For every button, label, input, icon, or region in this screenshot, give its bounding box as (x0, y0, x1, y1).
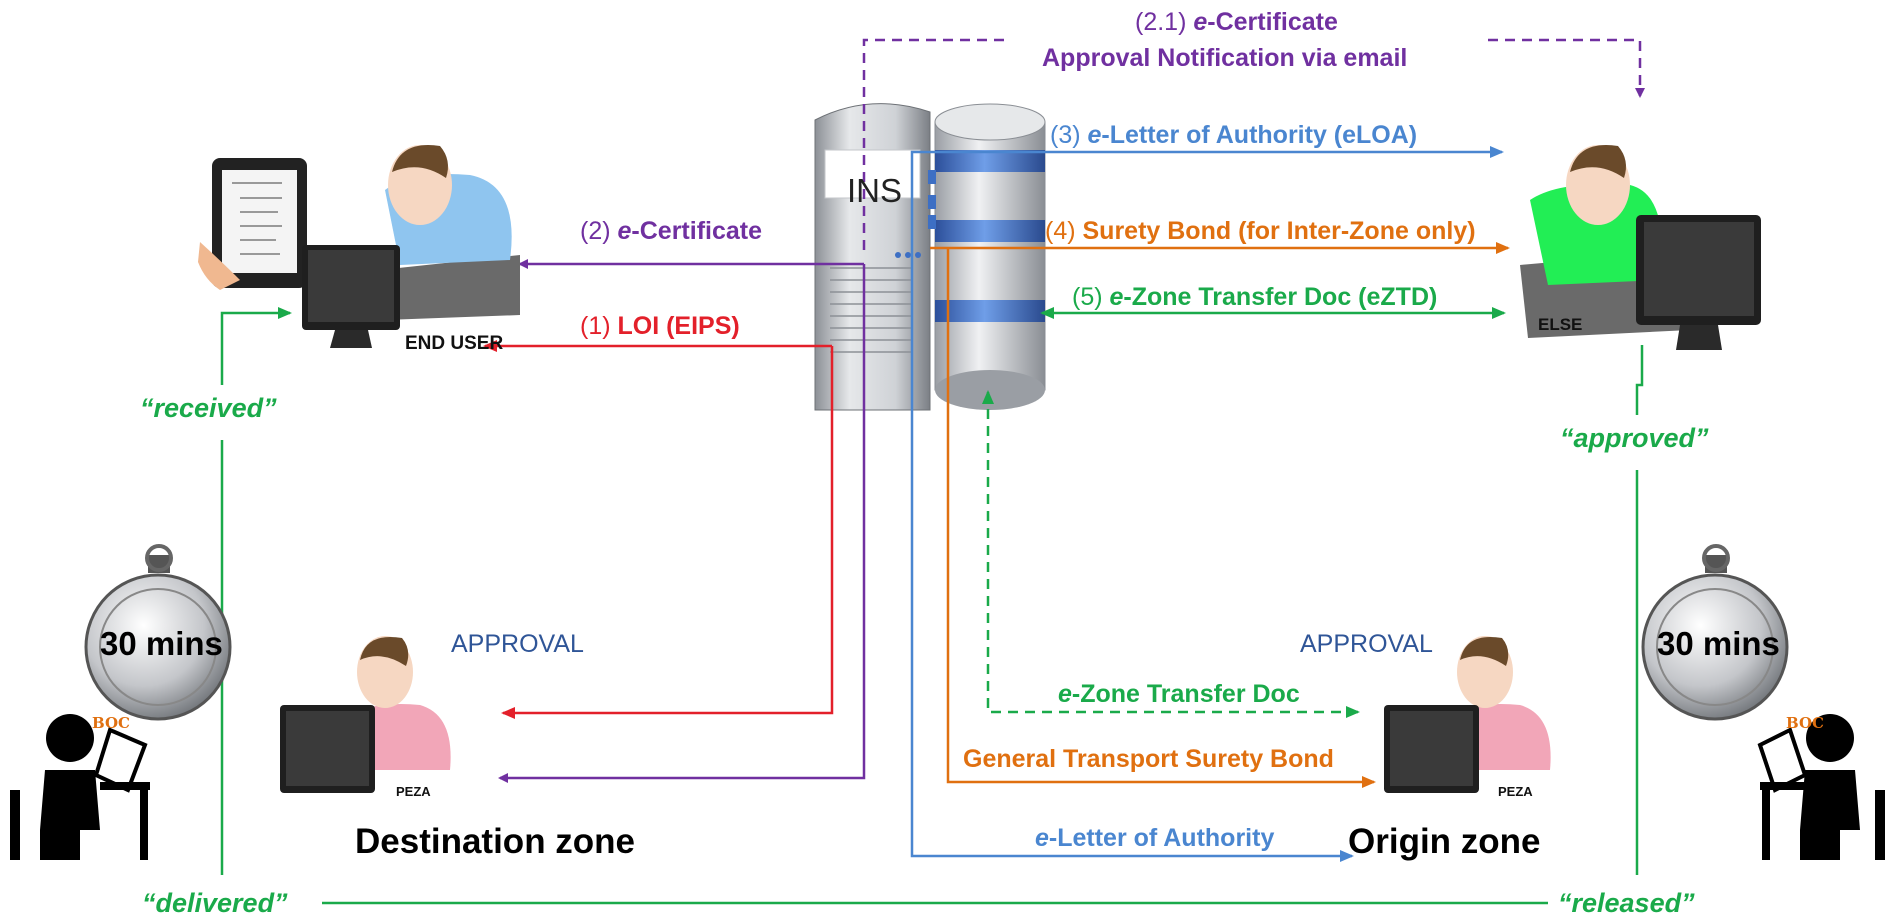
flow-5-label: (5) e-Zone Transfer Doc (eZTD) (1072, 283, 1438, 311)
flow-1-loi-line (483, 340, 834, 719)
approval-right-label: APPROVAL (1300, 630, 1433, 658)
flow-2-certificate-line (498, 259, 866, 783)
status-received: “received” (140, 393, 277, 423)
else-user-figure (1520, 145, 1761, 350)
stopwatch-left-icon (84, 544, 232, 721)
flow-2-1-email-line (862, 38, 1645, 250)
origin-gtsb-label: General Transport Surety Bond (963, 745, 1334, 773)
end-user-figure (198, 145, 520, 348)
timer-right-label: 30 mins (1657, 625, 1780, 662)
boc-left-label: BOC (92, 714, 130, 732)
database-cylinder (934, 103, 1046, 410)
boc-officer-right-icon (1757, 714, 1885, 860)
boc-officer-left-icon (10, 714, 150, 860)
flow-3-label: (3) e-Letter of Authority (eLOA) (1050, 121, 1418, 149)
server-tower (814, 103, 936, 411)
flow-1-label: (1) LOI (EIPS) (580, 312, 740, 340)
flow-2-1-label-line2: Approval Notification via email (1042, 44, 1408, 72)
origin-eloa-label: e-Letter of Authority (1035, 824, 1275, 852)
status-loop-line (220, 307, 1644, 905)
peza-origin-figure (1384, 636, 1551, 793)
peza-destination-label: PEZA (396, 784, 431, 799)
end-user-label: END USER (405, 333, 504, 354)
status-approved: “approved” (1560, 423, 1709, 453)
else-label: ELSE (1538, 315, 1583, 334)
origin-eztd-label: e-Zone Transfer Doc (1058, 680, 1300, 708)
peza-origin-label: PEZA (1498, 784, 1533, 799)
flow-4-label: (4) Surety Bond (for Inter-Zone only) (1045, 217, 1476, 245)
timer-left-label: 30 mins (100, 625, 223, 662)
flow-2-label: (2) e-Certificate (580, 217, 762, 245)
flow-3-eloa-line (910, 146, 1504, 862)
origin-zone-label: Origin zone (1348, 822, 1541, 861)
server-label: INS (847, 172, 903, 209)
approval-left-label: APPROVAL (451, 630, 584, 658)
peza-destination-figure (280, 636, 451, 793)
status-released: “released” (1558, 888, 1695, 918)
boc-right-label: BOC (1786, 714, 1824, 732)
destination-zone-label: Destination zone (355, 822, 636, 861)
origin-eztd-dashed-line (982, 390, 1360, 718)
flow-4-surety-line (930, 242, 1510, 788)
flow-2-1-label: (2.1) e-Certificate (1135, 8, 1338, 36)
stopwatch-right-icon (1641, 544, 1789, 721)
status-delivered: “delivered” (142, 888, 288, 918)
